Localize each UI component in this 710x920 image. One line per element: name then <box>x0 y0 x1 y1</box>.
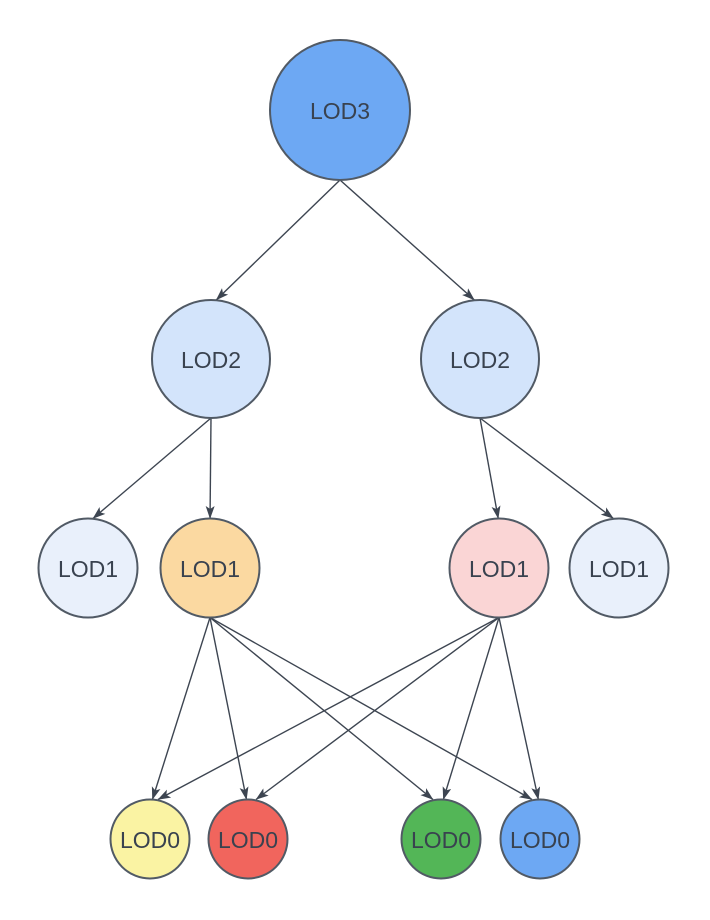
node-circle-lod0-blue <box>499 798 581 880</box>
node-circle-lod2-right <box>420 299 540 419</box>
node-circle-lod3 <box>269 39 411 181</box>
node-lod1-inner-right: LOD1 <box>448 517 550 619</box>
edge-lod1-inner-right-to-lod0-yellow <box>157 616 500 801</box>
edge-lod3-to-lod2-right <box>339 179 475 301</box>
node-circle-lod2-left <box>151 299 271 419</box>
node-label-lod1-inner-left: LOD1 <box>180 556 240 582</box>
edge-lod3-to-lod2-left <box>215 179 341 301</box>
node-label-lod3: LOD3 <box>310 98 370 124</box>
node-lod0-red: LOD0 <box>207 798 289 880</box>
node-label-lod1-inner-right: LOD1 <box>469 556 529 582</box>
edge-lod1-inner-left-to-lod0-red <box>209 617 249 800</box>
node-label-lod1-outer-left: LOD1 <box>58 556 118 582</box>
node-label-lod0-blue: LOD0 <box>510 827 570 853</box>
edge-lod1-inner-right-to-lod0-red <box>255 616 500 801</box>
node-label-lod0-red: LOD0 <box>218 827 278 853</box>
node-circle-lod1-outer-left <box>37 517 139 619</box>
node-lod2-right: LOD2 <box>420 299 540 419</box>
node-label-lod0-yellow: LOD0 <box>120 827 180 853</box>
node-circle-lod1-outer-right <box>568 517 670 619</box>
edge-lod1-inner-left-to-lod0-blue <box>209 616 533 801</box>
node-lod3: LOD3 <box>269 39 411 181</box>
edge-lod1-inner-left-to-lod0-yellow <box>151 617 211 800</box>
node-lod0-yellow: LOD0 <box>109 798 191 880</box>
node-circle-lod0-red <box>207 798 289 880</box>
edge-lod1-inner-right-to-lod0-blue <box>498 617 541 800</box>
node-lod0-blue: LOD0 <box>499 798 581 880</box>
node-circle-lod0-green <box>400 798 482 880</box>
edges-layer <box>92 179 614 801</box>
node-label-lod2-left: LOD2 <box>181 347 241 373</box>
edge-lod2-right-to-lod1-outer-right <box>479 417 614 520</box>
node-lod0-green: LOD0 <box>400 798 482 880</box>
edge-lod2-left-to-lod1-outer-left <box>92 417 212 520</box>
node-lod2-left: LOD2 <box>151 299 271 419</box>
edge-lod1-inner-right-to-lod0-green <box>442 617 500 800</box>
node-lod1-outer-left: LOD1 <box>37 517 139 619</box>
node-circle-lod1-inner-right <box>448 517 550 619</box>
edge-lod2-left-to-lod1-inner-left <box>205 417 215 519</box>
node-circle-lod0-yellow <box>109 798 191 880</box>
edge-lod1-inner-left-to-lod0-green <box>209 616 434 801</box>
node-circle-lod1-inner-left <box>159 517 261 619</box>
node-lod1-inner-left: LOD1 <box>159 517 261 619</box>
node-lod1-outer-right: LOD1 <box>568 517 670 619</box>
node-label-lod2-right: LOD2 <box>450 347 510 373</box>
node-label-lod0-green: LOD0 <box>411 827 471 853</box>
node-label-lod1-outer-right: LOD1 <box>589 556 649 582</box>
edge-lod2-right-to-lod1-inner-right <box>479 417 501 519</box>
